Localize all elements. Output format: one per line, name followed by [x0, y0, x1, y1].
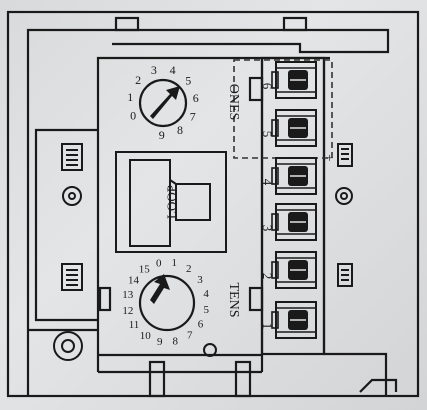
tens-dial-digit: 10 [140, 330, 152, 342]
terminal-strip [260, 56, 326, 356]
mounting-hole-right [335, 187, 353, 205]
terminal-screw [271, 61, 317, 99]
mounting-plate [96, 56, 330, 372]
plus-sign: + [326, 150, 333, 165]
tens-dial-digit: 3 [197, 274, 203, 286]
outer-housing [6, 10, 420, 398]
ones-dial-digit: 6 [193, 91, 199, 105]
ones-dial-digit: 8 [177, 123, 183, 137]
left-bracket [34, 128, 98, 322]
ones-dial-digit: 1 [127, 90, 133, 104]
terminal-number: 6 [260, 83, 275, 90]
terminal-number: 2 [260, 273, 275, 280]
left-slot-block-lower [61, 263, 83, 291]
tens-dial-digit: 12 [122, 305, 133, 317]
tens-dial-digit: 14 [128, 275, 140, 287]
tens-dial-digit: 9 [157, 336, 163, 348]
tens-dial-digit: 1 [172, 257, 178, 269]
terminal-screw [271, 203, 317, 241]
tens-dial-digit: 7 [187, 330, 193, 342]
corner-latch [359, 378, 398, 393]
top-rail [26, 28, 390, 396]
tens-dial-digit: 13 [122, 289, 134, 301]
terminal-number: 5 [260, 131, 275, 138]
loop-component [115, 151, 227, 253]
terminal-screw [271, 157, 317, 195]
right-slot-block-upper [337, 143, 353, 167]
terminal-screw [271, 109, 317, 147]
tens-dial-digit: 11 [129, 319, 140, 331]
tens-dial-digit: 5 [204, 304, 210, 316]
left-slot-block-upper [61, 143, 83, 171]
loop-label: LOOP [164, 185, 179, 219]
mounting-hole-left [62, 186, 82, 206]
ones-label: ONES [226, 84, 241, 121]
ones-dial-digit: 2 [135, 73, 141, 87]
ones-dial-digit: 3 [151, 63, 157, 77]
tens-dial [138, 274, 196, 332]
bottom-knob [203, 343, 217, 357]
terminal-screw [271, 301, 317, 339]
terminal-screw [271, 251, 317, 289]
ones-dial-digit: 9 [159, 128, 165, 142]
tens-dial-digit: 2 [186, 263, 192, 275]
tens-dial-digit: 0 [156, 257, 162, 269]
terminal-number: 3 [260, 225, 275, 232]
ones-dial-digit: 7 [190, 109, 196, 123]
ones-dial [138, 78, 188, 128]
tens-dial-digit: 15 [139, 264, 151, 276]
tens-dial-digit: 4 [203, 288, 209, 300]
tens-label: TENS [226, 283, 241, 318]
tens-dial-digit: 6 [198, 318, 204, 330]
right-slot-block-lower [337, 263, 353, 287]
terminal-number: 4 [260, 179, 275, 186]
ones-dial-digit: 4 [170, 63, 176, 77]
ones-dial-digit: 0 [130, 109, 136, 123]
ones-dial-digit: 5 [185, 74, 191, 88]
terminal-number: 1 [260, 323, 275, 330]
tens-dial-digit: 8 [173, 336, 179, 348]
mounting-hole-bottom-left [53, 331, 83, 361]
